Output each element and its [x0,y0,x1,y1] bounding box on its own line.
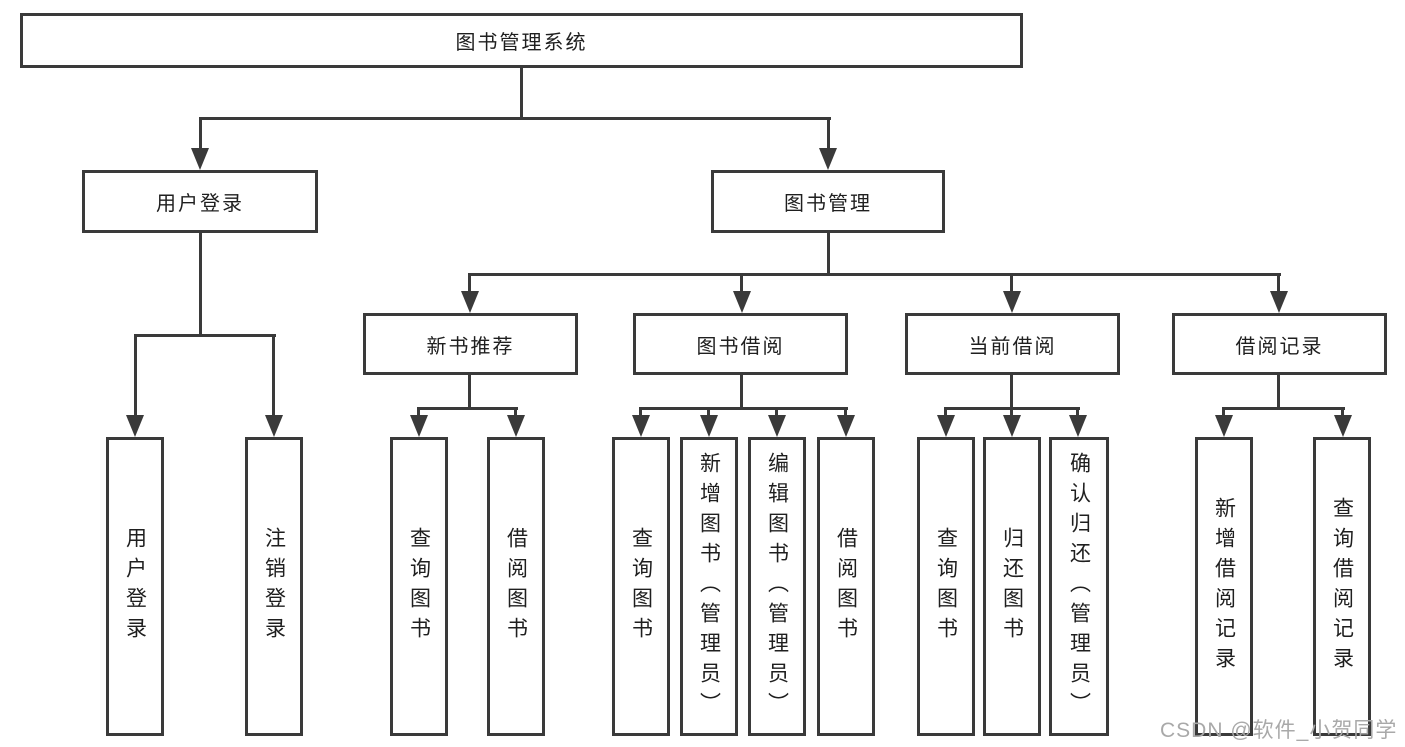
node-label: 注销登录 [262,526,286,647]
connector-line [514,407,517,417]
connector-line [418,407,518,410]
node-borrow-books-recommend: 借阅图书 [487,437,545,736]
node-label: 当前借阅 [968,335,1057,358]
node-query-borrow-record: 查询借阅记录 [1313,437,1371,736]
connector-line [1010,273,1013,293]
node-label: 编辑图书（管理员） [765,451,789,722]
arrow-down-icon [1003,291,1021,313]
arrow-down-icon [733,291,751,313]
arrow-down-icon [507,415,525,437]
node-query-books-recommend: 查询图书 [390,437,448,736]
arrow-down-icon [126,415,144,437]
arrow-down-icon [265,415,283,437]
arrow-down-icon [819,148,837,170]
node-return-books: 归还图书 [983,437,1041,736]
node-label: 归还图书 [1000,526,1024,647]
connector-line [199,233,202,334]
arrow-down-icon [410,415,428,437]
node-add-borrow-record: 新增借阅记录 [1195,437,1253,736]
node-label: 查询图书 [629,526,653,647]
node-current-borrowing: 当前借阅 [905,313,1120,375]
connector-line [199,117,831,120]
connector-line [639,407,642,417]
connector-line [740,273,743,293]
connector-line [520,68,523,117]
connector-line [1277,375,1280,407]
node-label: 查询图书 [407,526,431,647]
node-label: 新书推荐 [426,335,515,358]
connector-line [1010,407,1013,417]
node-new-book-recommendation: 新书推荐 [363,313,578,375]
connector-line [1076,407,1079,417]
node-label: 借阅记录 [1235,335,1324,358]
arrow-down-icon [937,415,955,437]
node-label: 图书管理系统 [455,32,588,54]
connector-line [640,407,848,410]
arrow-down-icon [191,148,209,170]
arrow-down-icon [632,415,650,437]
arrow-down-icon [768,415,786,437]
connector-line [134,334,137,417]
node-book-management: 图书管理 [711,170,945,233]
node-query-books-current: 查询图书 [917,437,975,736]
connector-line [844,407,847,417]
arrow-down-icon [461,291,479,313]
arrow-down-icon [1334,415,1352,437]
node-library-management-system: 图书管理系统 [20,13,1023,68]
node-borrow-books-borrowing: 借阅图书 [817,437,875,736]
node-user-login-group: 用户登录 [82,170,318,233]
node-label: 借阅图书 [504,526,528,647]
node-label: 图书管理 [784,193,872,215]
connector-line [469,273,1281,276]
connector-line [272,334,275,417]
connector-line [707,407,710,417]
arrow-down-icon [700,415,718,437]
arrow-down-icon [1003,415,1021,437]
node-label: 查询图书 [934,526,958,647]
node-user-login: 用户登录 [106,437,164,736]
connector-line [134,334,276,337]
arrow-down-icon [1270,291,1288,313]
connector-line [775,407,778,417]
node-add-book-admin: 新增图书（管理员） [680,437,738,736]
arrow-down-icon [837,415,855,437]
node-book-borrowing: 图书借阅 [633,313,848,375]
connector-line [827,117,830,150]
watermark-text: CSDN @软件_小贺同学 [1160,719,1398,742]
node-query-books-borrowing: 查询图书 [612,437,670,736]
node-logout: 注销登录 [245,437,303,736]
connector-line [740,375,743,407]
arrow-down-icon [1215,415,1233,437]
connector-line [417,407,420,417]
connector-line [468,273,471,293]
node-borrowing-records: 借阅记录 [1172,313,1387,375]
connector-line [1222,407,1225,417]
arrow-down-icon [1069,415,1087,437]
node-label: 用户登录 [123,526,147,647]
node-label: 查询借阅记录 [1330,496,1354,677]
connector-line [1010,375,1013,407]
connector-line [944,407,947,417]
node-confirm-return-admin: 确认归还（管理员） [1049,437,1109,736]
connector-line [1222,407,1345,410]
connector-line [1341,407,1344,417]
node-edit-book-admin: 编辑图书（管理员） [748,437,806,736]
node-label: 用户登录 [156,193,244,215]
node-label: 新增图书（管理员） [697,451,721,722]
connector-line [827,233,830,273]
connector-line [199,117,202,150]
node-label: 确认归还（管理员） [1067,451,1091,722]
node-label: 借阅图书 [834,526,858,647]
node-label: 图书借阅 [696,335,785,358]
connector-line [468,375,471,407]
node-label: 新增借阅记录 [1212,496,1236,677]
connector-line [1277,273,1280,293]
